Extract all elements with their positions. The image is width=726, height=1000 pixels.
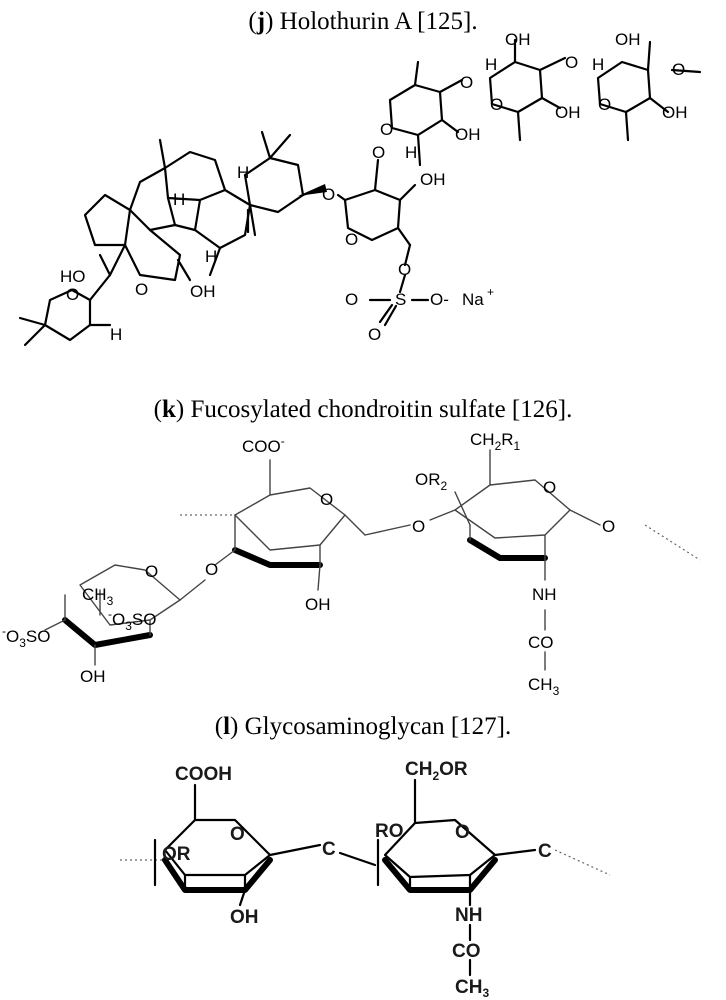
label-cooh: COOH bbox=[175, 764, 232, 785]
label-o: O bbox=[372, 143, 385, 162]
label-sulfur: S bbox=[395, 290, 406, 309]
caption-glycosaminoglycan: (l) Glycosaminoglycan [127]. bbox=[214, 713, 512, 740]
label-o: O bbox=[320, 490, 333, 509]
label-o: O bbox=[205, 560, 218, 579]
label-c: C bbox=[538, 841, 552, 862]
caption-letter: j bbox=[256, 8, 266, 35]
label-o: O bbox=[368, 325, 381, 344]
label-ch2r1: CH2R1 bbox=[470, 430, 521, 453]
uronic-front-edge bbox=[162, 857, 273, 893]
caption-text: Holothurin A [125]. bbox=[279, 8, 478, 35]
label-o: O bbox=[455, 822, 470, 843]
caption-letter: k bbox=[161, 396, 176, 423]
label-h: H bbox=[405, 143, 417, 162]
label-o: O bbox=[602, 517, 615, 536]
label-o: O bbox=[543, 478, 556, 497]
label-na: Na bbox=[462, 290, 484, 309]
ring-c bbox=[163, 150, 227, 202]
label-h: H bbox=[110, 325, 122, 344]
label-o: O bbox=[66, 285, 79, 304]
ring-e bbox=[83, 193, 132, 247]
label-o: O bbox=[598, 95, 611, 114]
label-ho: HO bbox=[60, 267, 86, 286]
label-coo: COO- bbox=[242, 434, 285, 456]
ring-a bbox=[243, 156, 305, 214]
glcua-front-edge bbox=[232, 547, 323, 568]
label-o3so-mid: -O3SO bbox=[108, 607, 156, 633]
label-o: O bbox=[345, 230, 358, 249]
label-ch3: CH3 bbox=[82, 585, 114, 608]
label-o: O bbox=[565, 53, 578, 72]
caption-holothurin-a: (j) Holothurin A [125]. bbox=[248, 8, 478, 35]
label-oh: OH bbox=[230, 907, 259, 928]
label-plus: + bbox=[487, 285, 494, 299]
label-co: CO bbox=[528, 633, 554, 652]
label-ro: RO bbox=[375, 821, 404, 842]
caption-text: Glycosaminoglycan [127]. bbox=[244, 713, 512, 740]
caption-text: Fucosylated chondroitin sulfate [126]. bbox=[190, 396, 573, 423]
label-o: O bbox=[672, 60, 685, 79]
label-o: O bbox=[230, 824, 245, 845]
label-o: O bbox=[135, 280, 148, 299]
label-o: O bbox=[380, 120, 393, 139]
label-ch3: CH3 bbox=[528, 675, 560, 698]
label-oh: OH bbox=[505, 30, 531, 49]
quinovose-ring bbox=[388, 83, 444, 137]
label-oh: OH bbox=[555, 103, 581, 122]
label-c: C bbox=[322, 839, 336, 860]
label-or: OR bbox=[162, 844, 191, 865]
label-ch3: CH3 bbox=[455, 977, 489, 1000]
label-nh: NH bbox=[455, 905, 482, 926]
label-oh: OH bbox=[305, 595, 331, 614]
galnac-front-edge bbox=[467, 537, 548, 561]
label-o: O bbox=[398, 260, 411, 279]
label-h: H bbox=[485, 55, 497, 74]
caption-letter: l bbox=[223, 713, 231, 740]
label-oh: OH bbox=[455, 125, 481, 144]
structure-glycosaminoglycan: COOH O C OR OH CH2OR O RO C NH CO CH3 bbox=[120, 759, 611, 1000]
label-o: O bbox=[345, 290, 358, 309]
label-o3so-left: -O3SO bbox=[2, 624, 50, 650]
label-ch2or: CH2OR bbox=[405, 759, 468, 783]
label-co: CO bbox=[452, 941, 481, 962]
label-nh: NH bbox=[532, 585, 557, 604]
label-o: O bbox=[460, 73, 473, 92]
label-oh: OH bbox=[80, 667, 106, 686]
ring-d bbox=[128, 166, 177, 232]
label-o: O bbox=[145, 562, 158, 581]
amino-sugar-front-edge bbox=[382, 857, 498, 893]
label-o-minus: O- bbox=[430, 290, 449, 309]
label-oh: OH bbox=[615, 30, 641, 49]
caption-fucosylated-chondroitin-sulfate: (k) Fucosylated chondroitin sulfate [126… bbox=[153, 396, 573, 423]
label-o: O bbox=[490, 95, 503, 114]
structure-holothurin-a: O H H H HO OH O O O H O OH O S O O O- Na… bbox=[18, 30, 702, 347]
structure-fucosylated-chondroitin-sulfate: COO- O O OH O CH2R1 OR2 O O NH CO CH3 O … bbox=[2, 430, 701, 698]
ring-b bbox=[193, 188, 252, 250]
label-h: H bbox=[237, 163, 249, 182]
label-o: O bbox=[322, 185, 335, 204]
label-o: O bbox=[412, 517, 425, 536]
label-h: H bbox=[205, 247, 217, 266]
label-oh: OH bbox=[662, 103, 688, 122]
label-h: H bbox=[592, 55, 604, 74]
lactone-ring bbox=[123, 228, 182, 282]
label-or2: OR2 bbox=[415, 470, 448, 493]
label-h: H bbox=[173, 190, 185, 209]
label-oh: OH bbox=[190, 282, 216, 301]
label-oh: OH bbox=[420, 170, 446, 189]
